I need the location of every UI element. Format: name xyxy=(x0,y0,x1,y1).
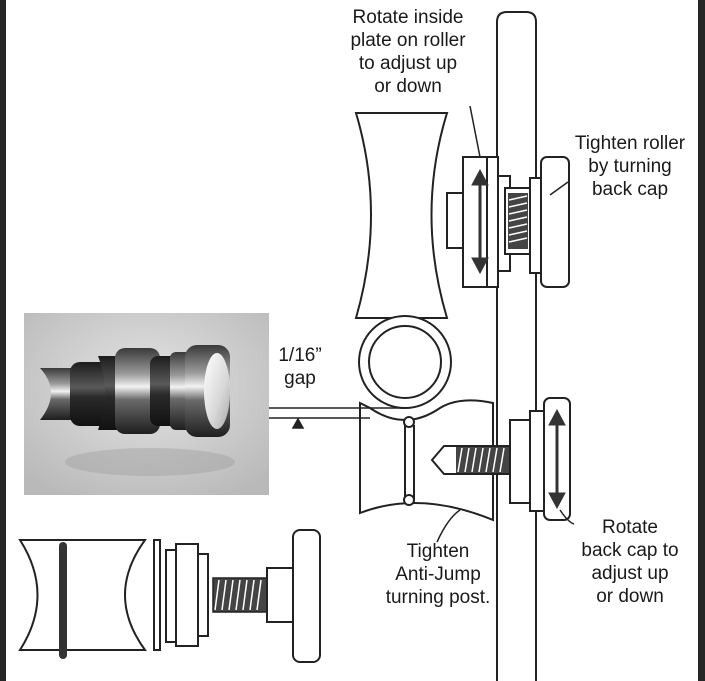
left-frame-bar xyxy=(0,0,6,681)
lower-back-cap xyxy=(509,397,571,521)
right-frame-bar xyxy=(698,0,705,681)
exploded-back-cap xyxy=(266,529,321,663)
label-tighten-anti-jump: Tighten Anti-Jump turning post. xyxy=(385,541,491,608)
glass-door-panel xyxy=(496,11,537,681)
upper-bolt-thread xyxy=(508,195,528,243)
roller-photo-body xyxy=(40,345,235,476)
anti-jump-turning-post xyxy=(403,416,415,506)
exploded-plate xyxy=(153,539,161,651)
exploded-bolt xyxy=(212,577,268,613)
exploded-inside-plate xyxy=(165,543,209,647)
track-tube xyxy=(358,315,452,409)
lower-bolt-thread xyxy=(457,447,505,473)
exploded-roller-wheel xyxy=(18,539,147,651)
label-gap: 1/16” gap xyxy=(278,345,322,389)
lower-bolt xyxy=(430,445,511,475)
inside-plate xyxy=(446,156,499,288)
upper-roller-wheel xyxy=(354,112,449,319)
inside-plate-adjust-arrow xyxy=(471,168,489,275)
label-tighten-roller: Tighten roller by turning back cap xyxy=(574,133,686,200)
gap-indicator xyxy=(268,407,405,429)
roller-photo xyxy=(24,313,269,495)
label-rotate-back-cap: Rotate back cap to adjust up or down xyxy=(581,517,679,607)
upper-back-cap xyxy=(497,156,570,288)
leader-lines xyxy=(436,105,575,543)
label-rotate-inside-plate: Rotate inside plate on roller to adjust … xyxy=(350,7,466,97)
back-cap-adjust-arrow xyxy=(548,408,566,510)
